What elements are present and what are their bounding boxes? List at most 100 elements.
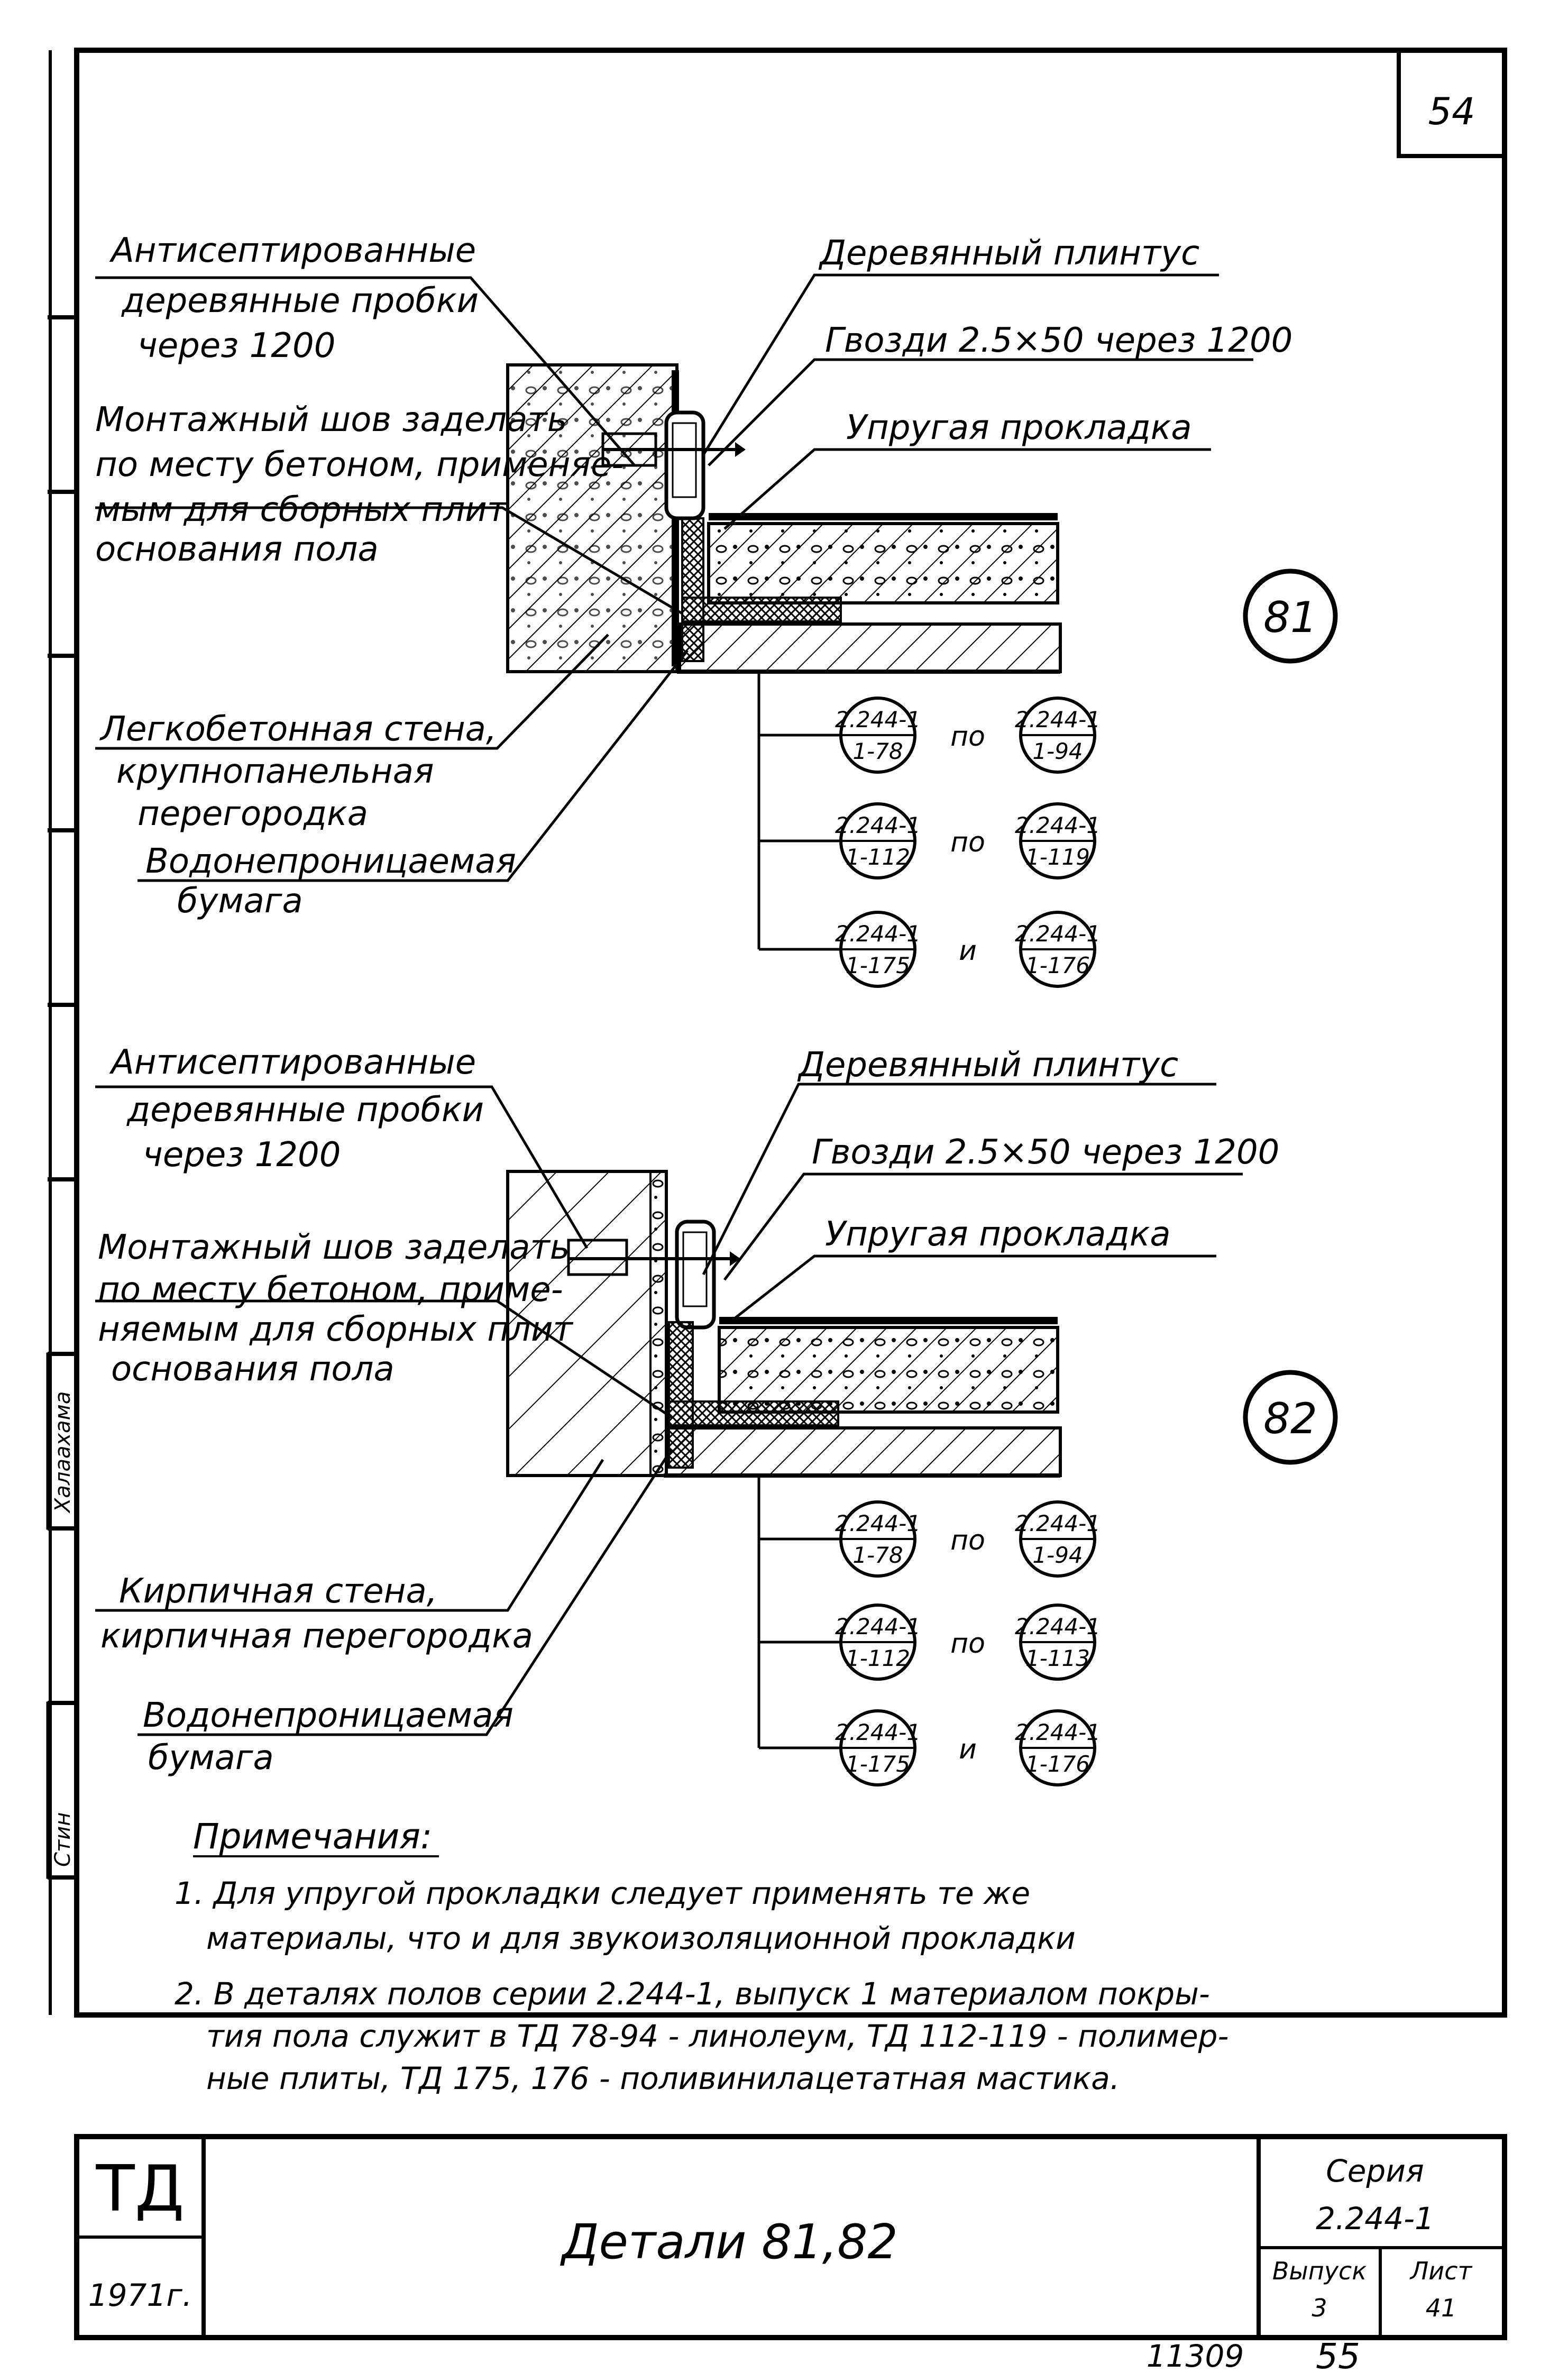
d82-ref3-right-top: 2.244-1 — [1015, 1719, 1101, 1745]
d81-gasket-label: Упругая прокладка — [846, 408, 1192, 447]
d81-plugs-line1: Антисептированные — [109, 231, 476, 270]
detail-82-number: 82 — [1243, 1370, 1338, 1465]
detail-81-number: 81 — [1243, 569, 1338, 664]
d82-wall-line2: кирпичная перегородка — [100, 1617, 533, 1656]
d81-joint-line1: Монтажный шов заделать — [95, 400, 567, 439]
d82-plugs-line3: через 1200 — [143, 1135, 341, 1175]
d82-ref1-right-top: 2.244-1 — [1015, 1510, 1101, 1536]
d82-ref2-right-bottom: 1-113 — [1025, 1645, 1090, 1671]
d81-ref1-right-top: 2.244-1 — [1015, 707, 1101, 732]
d81-plugs-line2: деревянные пробки — [121, 281, 479, 320]
notes-heading: Примечания: — [193, 1816, 432, 1857]
d82-ref-row-3: 2.244-1 1-175 и 2.244-1 1-176 — [835, 1709, 1101, 1786]
d81-plugs-line3: через 1200 — [137, 326, 335, 365]
d81-wall-line3: перегородка — [137, 794, 368, 833]
d81-joint-line2: по месту бетоном, применяе- — [95, 445, 623, 484]
note-2-line-2: тия пола служит в ТД 78-94 - линолеум, Т… — [206, 2018, 1228, 2054]
detail-82-callouts: Антисептированные деревянные пробки чере… — [98, 1043, 1279, 1778]
margin-stamp-2: Стин — [51, 1812, 75, 1867]
d81-ref2-right-top: 2.244-1 — [1015, 812, 1101, 838]
d82-ref-row-1: 2.244-1 1-78 по 2.244-1 1-94 — [835, 1500, 1101, 1578]
d82-ref1-left-bottom: 1-78 — [852, 1542, 903, 1568]
d82-paper-line2: бумага — [148, 1738, 274, 1778]
d82-ref2-conn: по — [950, 1628, 985, 1660]
note-2-line-1: 2. В деталях полов серии 2.244-1, выпуск… — [175, 1976, 1210, 2012]
d82-joint-line1: Монтажный шов заделать — [98, 1228, 570, 1267]
d81-ref-row-3: 2.244-1 1-175 и 2.244-1 1-176 — [835, 911, 1101, 988]
d81-wall-line2: крупнопанельная — [116, 752, 434, 791]
d82-plugs-line2: деревянные пробки — [126, 1091, 484, 1130]
detail-82-leaders — [95, 1083, 1243, 1749]
d82-ref3-left-bottom: 1-175 — [846, 1751, 910, 1777]
d82-nails-label: Гвозди 2.5×50 через 1200 — [812, 1133, 1279, 1172]
tb-issue-label: Выпуск — [1272, 2257, 1367, 2285]
d81-ref1-left-bottom: 1-78 — [852, 738, 903, 764]
d81-ref3-right-bottom: 1-176 — [1025, 952, 1090, 978]
detail-82-drawing — [506, 1170, 1062, 1478]
note-1-line-2: материалы, что и для звукоизоляционной п… — [206, 1920, 1076, 1956]
d81-ref3-right-top: 2.244-1 — [1015, 921, 1101, 947]
d82-ref2-left-top: 2.244-1 — [835, 1614, 921, 1639]
detail-81-callouts: Антисептированные деревянные пробки чере… — [95, 231, 1292, 921]
note-1-line-1: 1. Для упругой прокладки следует применя… — [175, 1875, 1030, 1911]
d81-paper-line1: Водонепроницаемая — [145, 842, 516, 881]
d82-ref2-left-bottom: 1-112 — [846, 1645, 910, 1671]
sheet-top-number: 54 — [1428, 90, 1475, 133]
tb-series-label: Серия — [1326, 2153, 1424, 2189]
d82-joint-line2: по месту бетоном, приме- — [98, 1270, 563, 1309]
tb-org: ТД — [95, 2152, 184, 2226]
tb-sheet-value: 41 — [1426, 2294, 1457, 2322]
d82-number: 82 — [1263, 1394, 1317, 1443]
d82-ref1-conn: по — [950, 1525, 985, 1556]
d81-joint-line3: мым для сборных плит — [95, 490, 508, 529]
d82-plugs-line1: Антисептированные — [109, 1043, 476, 1082]
d81-ref-row-1: 2.244-1 1-78 по 2.244-1 1-94 — [835, 697, 1101, 774]
d81-ref3-left-top: 2.244-1 — [835, 921, 921, 947]
tb-issue-value: 3 — [1312, 2294, 1327, 2322]
d81-ref1-left-top: 2.244-1 — [835, 707, 921, 732]
d81-ref3-left-bottom: 1-175 — [846, 952, 910, 978]
d82-wall-line1: Кирпичная стена, — [119, 1572, 437, 1611]
d81-ref-row-2: 2.244-1 1-112 по 2.244-1 1-119 — [835, 802, 1101, 879]
margin-stamp-1: Халаахама — [51, 1391, 75, 1514]
title-block: ТД 1971г. Детали 81,82 Серия 2.244-1 Вып… — [74, 2134, 1507, 2340]
d82-joint-line3: няемым для сборных плит — [98, 1310, 574, 1349]
d82-ref-row-2: 2.244-1 1-112 по 2.244-1 1-113 — [835, 1604, 1101, 1681]
d82-joint-line4: основания пола — [111, 1350, 395, 1389]
d81-ref2-left-bottom: 1-112 — [846, 844, 910, 870]
margin-stamps: Халаахама Стин — [46, 1352, 78, 1879]
tb-title: Детали 81,82 — [560, 2214, 898, 2270]
d81-ref1-right-bottom: 1-94 — [1032, 738, 1083, 764]
d81-joint-line4: основания пола — [95, 530, 379, 569]
d81-nails-label: Гвозди 2.5×50 через 1200 — [825, 321, 1292, 360]
d81-plinth-label: Деревянный плинтус — [818, 234, 1199, 273]
detail-81-leaders — [95, 273, 1253, 951]
d82-ref3-conn: и — [959, 1734, 977, 1765]
d82-ref3-right-bottom: 1-176 — [1025, 1751, 1090, 1777]
bottom-inventory-number: 11309 — [1147, 2338, 1244, 2373]
tb-series-value: 2.244-1 — [1316, 2201, 1434, 2237]
d81-ref3-conn: и — [959, 935, 977, 967]
d81-number: 81 — [1263, 593, 1317, 642]
d81-wall-line1: Легкобетонная стена, — [99, 710, 497, 749]
d81-paper-line2: бумага — [177, 882, 303, 921]
d82-ref3-left-top: 2.244-1 — [835, 1719, 921, 1745]
d82-paper-line1: Водонепроницаемая — [143, 1696, 514, 1735]
note-2-line-3: ные плиты, ТД 175, 176 - поливинилацетат… — [206, 2060, 1120, 2096]
d82-ref2-right-top: 2.244-1 — [1015, 1614, 1101, 1639]
d82-ref1-left-top: 2.244-1 — [835, 1510, 921, 1536]
d81-ref2-left-top: 2.244-1 — [835, 812, 921, 838]
tb-sheet-label: Лист — [1409, 2257, 1473, 2285]
d82-gasket-label: Упругая прокладка — [825, 1215, 1171, 1254]
detail-82-refs: 2.244-1 1-78 по 2.244-1 1-94 2.244-1 1-1… — [835, 1500, 1101, 1786]
detail-81-refs: 2.244-1 1-78 по 2.244-1 1-94 2.244-1 1-1… — [835, 697, 1101, 988]
d81-ref1-conn: по — [950, 721, 985, 753]
bottom-page-number: 55 — [1316, 2336, 1360, 2373]
tb-year: 1971г. — [88, 2277, 192, 2313]
d82-plinth-label: Деревянный плинтус — [797, 1046, 1178, 1085]
d82-ref1-right-bottom: 1-94 — [1032, 1542, 1083, 1568]
d81-ref2-right-bottom: 1-119 — [1025, 844, 1090, 870]
d81-ref2-conn: по — [950, 827, 985, 858]
notes: Примечания: 1. Для упругой прокладки сле… — [175, 1816, 1228, 2096]
